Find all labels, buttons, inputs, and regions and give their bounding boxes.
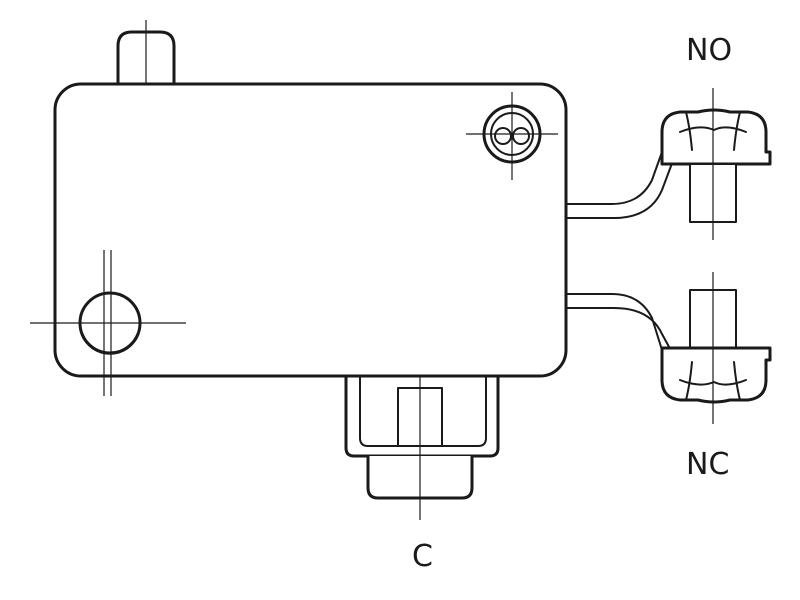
switch-body — [53, 82, 568, 378]
terminal-label-no: NO — [686, 33, 733, 68]
nc-terminal-lead — [565, 293, 663, 351]
nc-terminal-lead-inner — [565, 307, 675, 357]
lower-mount-hole-shadow — [80, 332, 140, 355]
no-terminal-cap-detail — [679, 111, 747, 151]
upper-mount-rivet-right — [512, 127, 530, 145]
terminal-label-c: C — [412, 539, 433, 574]
nc-terminal-cap — [660, 346, 772, 404]
no-terminal-lead-inner — [565, 157, 675, 219]
nc-terminal-cap-detail — [679, 361, 747, 401]
no-terminal-cap — [660, 108, 772, 166]
terminal-label-nc: NC — [686, 447, 730, 482]
upper-mount-rivet-left — [494, 127, 512, 145]
no-terminal-lead — [565, 151, 663, 205]
